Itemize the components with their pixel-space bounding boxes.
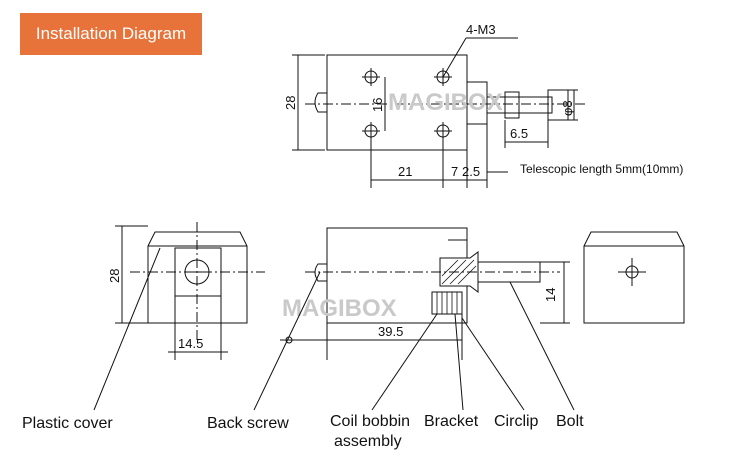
hole-offset-value: 21 bbox=[398, 164, 412, 179]
label-coil-line1: Coil bobbin bbox=[330, 413, 411, 430]
label-circlip: Circlip bbox=[494, 413, 539, 430]
cover-width-value: 14.5 bbox=[178, 336, 203, 351]
right-end-view bbox=[583, 231, 685, 324]
hole-spacing-value: 16 bbox=[370, 98, 385, 112]
diagram-title-badge: Installation Diagram bbox=[20, 13, 202, 55]
thread-label: 4-M3 bbox=[466, 22, 496, 37]
body-to-plunger-value: 7 bbox=[451, 164, 458, 179]
top-plunger-tip bbox=[547, 89, 569, 121]
stroke-value: 2.5 bbox=[462, 164, 480, 179]
label-bracket: Bracket bbox=[424, 413, 479, 430]
leader-lines bbox=[93, 247, 575, 411]
plunger-diameter-value: φ8 bbox=[560, 100, 575, 116]
bracket-height-value: 14 bbox=[543, 288, 558, 302]
top-bolt-ring bbox=[504, 91, 520, 119]
body-length-value: 39.5 bbox=[378, 324, 403, 339]
side-height-value: 28 bbox=[107, 269, 122, 283]
plunger-length-value: 6.5 bbox=[510, 126, 528, 141]
label-back-screw: Back screw bbox=[207, 415, 289, 432]
top-height-value: 28 bbox=[283, 96, 298, 110]
mounting-holes bbox=[362, 68, 452, 140]
label-bolt: Bolt bbox=[556, 413, 584, 430]
label-coil-line2: assembly bbox=[334, 433, 402, 450]
top-back-screw bbox=[314, 92, 327, 113]
watermark-bottom: MAGIBOX bbox=[282, 295, 397, 322]
top-view: 4-M3 28 16 φ8 6.5 21 7 2.5 MAGIBOX bbox=[283, 22, 585, 188]
telescopic-note: Telescopic length 5mm(10mm) bbox=[520, 162, 684, 176]
label-plastic-cover: Plastic cover bbox=[22, 415, 113, 432]
thread-leader bbox=[442, 37, 467, 78]
center-side-view: 14 39.5 MAGIBOX bbox=[280, 227, 570, 360]
watermark-top: MAGIBOX bbox=[388, 89, 503, 116]
left-end-view: 28 14.5 bbox=[107, 222, 265, 360]
